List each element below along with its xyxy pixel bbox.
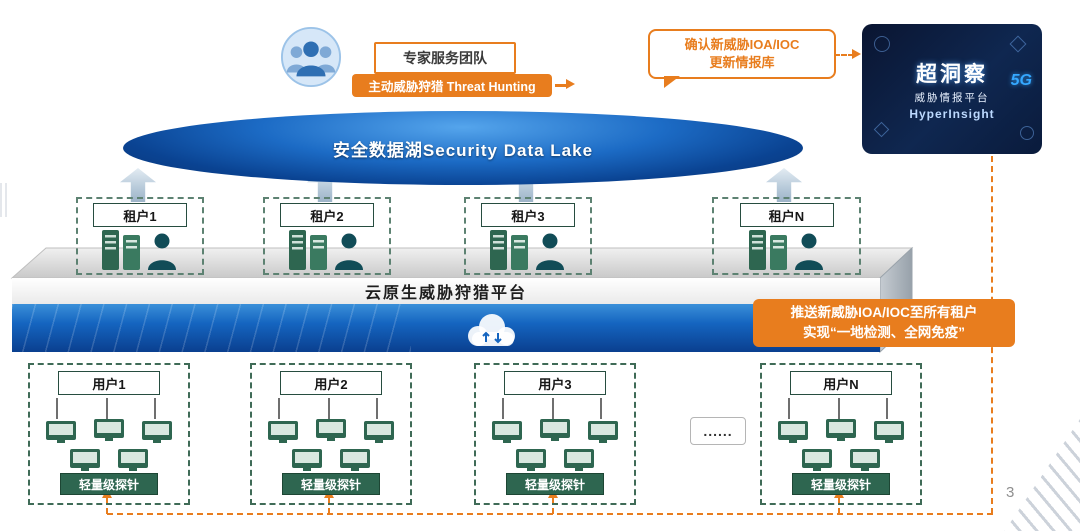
user-devices-icon xyxy=(268,419,394,471)
tenant-group-3: 租户3 xyxy=(464,197,592,275)
tenant-servers-icon xyxy=(102,230,176,270)
probe-label-text: 轻量级探针 xyxy=(524,477,585,492)
user-group-2: 用户2 轻量级探针 xyxy=(250,363,412,505)
user-group-1: 用户1 轻量级探针 xyxy=(28,363,190,505)
probe-label: 轻量级探针 xyxy=(792,473,890,495)
user-group-n: 用户N 轻量级探针 xyxy=(760,363,922,505)
antenna-line xyxy=(154,398,156,419)
user-label: 用户1 xyxy=(58,371,160,395)
tenant-group-2: 租户2 xyxy=(263,197,391,275)
tech-decor-icon xyxy=(874,36,890,52)
expert-team-text: 专家服务团队 xyxy=(403,50,487,66)
confirm-line2: 更新情报库 xyxy=(709,55,775,70)
user-devices-icon xyxy=(492,419,618,471)
push-line1: 推送新威胁IOA/IOC至所有租户 xyxy=(790,305,978,321)
user-devices-icon xyxy=(46,419,172,471)
antenna-line xyxy=(278,398,280,419)
user-label-text: 用户1 xyxy=(92,376,126,392)
probe-label: 轻量级探针 xyxy=(60,473,158,495)
ellipsis-text: ...... xyxy=(703,423,733,439)
platform-band xyxy=(12,304,880,352)
feedback-stub xyxy=(552,498,554,514)
page-number: 3 xyxy=(1006,484,1015,501)
antenna-line xyxy=(376,398,378,419)
user-group-3: 用户3 轻量级探针 xyxy=(474,363,636,505)
tenant-label: 租户2 xyxy=(280,203,374,227)
confirm-line1: 确认新威胁IOA/IOC xyxy=(684,36,800,52)
expert-team-icon xyxy=(280,26,342,88)
tech-decor-icon xyxy=(873,121,890,138)
user-label: 用户N xyxy=(790,371,892,395)
confirm-callout-bubble: 确认新威胁IOA/IOC 更新情报库 xyxy=(648,29,836,88)
tenant-servers-icon xyxy=(289,230,363,270)
lake-label: 安全数据湖Security Data Lake xyxy=(332,140,594,160)
tenant-label-text: 租户2 xyxy=(310,208,344,224)
confirm-arrow-line xyxy=(834,54,854,56)
threat-hunting-arrow-head xyxy=(566,79,575,89)
corner-stripes-decor xyxy=(1004,419,1080,531)
platform-title: 云原生威胁狩猎平台 xyxy=(364,285,527,302)
tenant-label: 租户N xyxy=(739,203,834,227)
ellipsis-badge: ...... xyxy=(690,417,746,445)
antenna-line xyxy=(600,398,602,419)
tenant-group-1: 租户1 xyxy=(76,197,204,275)
antenna-line xyxy=(788,398,790,419)
tenant-servers-icon xyxy=(748,230,823,270)
platform-title-bar: 云原生威胁狩猎平台 xyxy=(12,278,880,304)
threat-hunting-arrow-line xyxy=(555,84,566,87)
antenna-line xyxy=(328,398,330,419)
hyperinsight-subtitle: 威胁情报平台 xyxy=(914,91,990,104)
tenant-label-text: 租户3 xyxy=(511,208,545,224)
user-devices-icon xyxy=(778,419,904,471)
antenna-line xyxy=(552,398,554,419)
threat-hunting-label: 主动威胁狩猎 Threat Hunting xyxy=(352,74,552,97)
probe-label-text: 轻量级探针 xyxy=(810,477,871,492)
push-callout: 推送新威胁IOA/IOC至所有租户 实现“一地检测、全网免疫” xyxy=(753,299,1015,347)
band-streaks-decor xyxy=(12,304,412,352)
feedback-stub xyxy=(838,498,840,514)
hyperinsight-card: 超洞察 威胁情报平台 HyperInsight 5G xyxy=(862,24,1042,154)
user-label: 用户3 xyxy=(504,371,606,395)
security-data-lake: 安全数据湖Security Data Lake xyxy=(123,111,803,185)
threat-hunting-text: 主动威胁狩猎 Threat Hunting xyxy=(368,80,536,94)
expert-team-label: 专家服务团队 xyxy=(374,42,516,74)
antenna-line xyxy=(502,398,504,419)
5g-badge: 5G xyxy=(1010,72,1032,89)
antenna-line xyxy=(886,398,888,419)
push-line2: 实现“一地检测、全网免疫” xyxy=(803,325,965,340)
probe-label: 轻量级探针 xyxy=(282,473,380,495)
tenant-label: 租户3 xyxy=(481,203,575,227)
antenna-line xyxy=(838,398,840,419)
antenna-line xyxy=(106,398,108,419)
tenant-label-text: 租户N xyxy=(768,208,805,224)
left-edge-decor xyxy=(0,183,8,217)
tenant-group-n: 租户N xyxy=(712,197,861,275)
antenna-line xyxy=(56,398,58,419)
tech-decor-icon xyxy=(1020,126,1034,140)
probe-label: 轻量级探针 xyxy=(506,473,604,495)
cloud-icon xyxy=(468,314,515,346)
feedback-line-horizontal xyxy=(107,513,993,515)
feedback-stub xyxy=(106,498,108,514)
probe-label-text: 轻量级探针 xyxy=(300,477,361,492)
tenant-label-text: 租户1 xyxy=(123,208,157,224)
tech-decor-icon xyxy=(1009,35,1027,53)
tenant-servers-icon xyxy=(490,230,564,270)
probe-label-text: 轻量级探针 xyxy=(78,477,139,492)
feedback-stub xyxy=(328,498,330,514)
confirm-arrow-head xyxy=(852,49,861,59)
tenant-label: 租户1 xyxy=(93,203,187,227)
hyperinsight-title: 超洞察 xyxy=(916,62,988,86)
user-label-text: 用户3 xyxy=(538,376,572,392)
user-label-text: 用户N xyxy=(823,376,859,392)
hyperinsight-brand: HyperInsight xyxy=(909,106,995,121)
user-label-text: 用户2 xyxy=(314,376,348,392)
user-label: 用户2 xyxy=(280,371,382,395)
